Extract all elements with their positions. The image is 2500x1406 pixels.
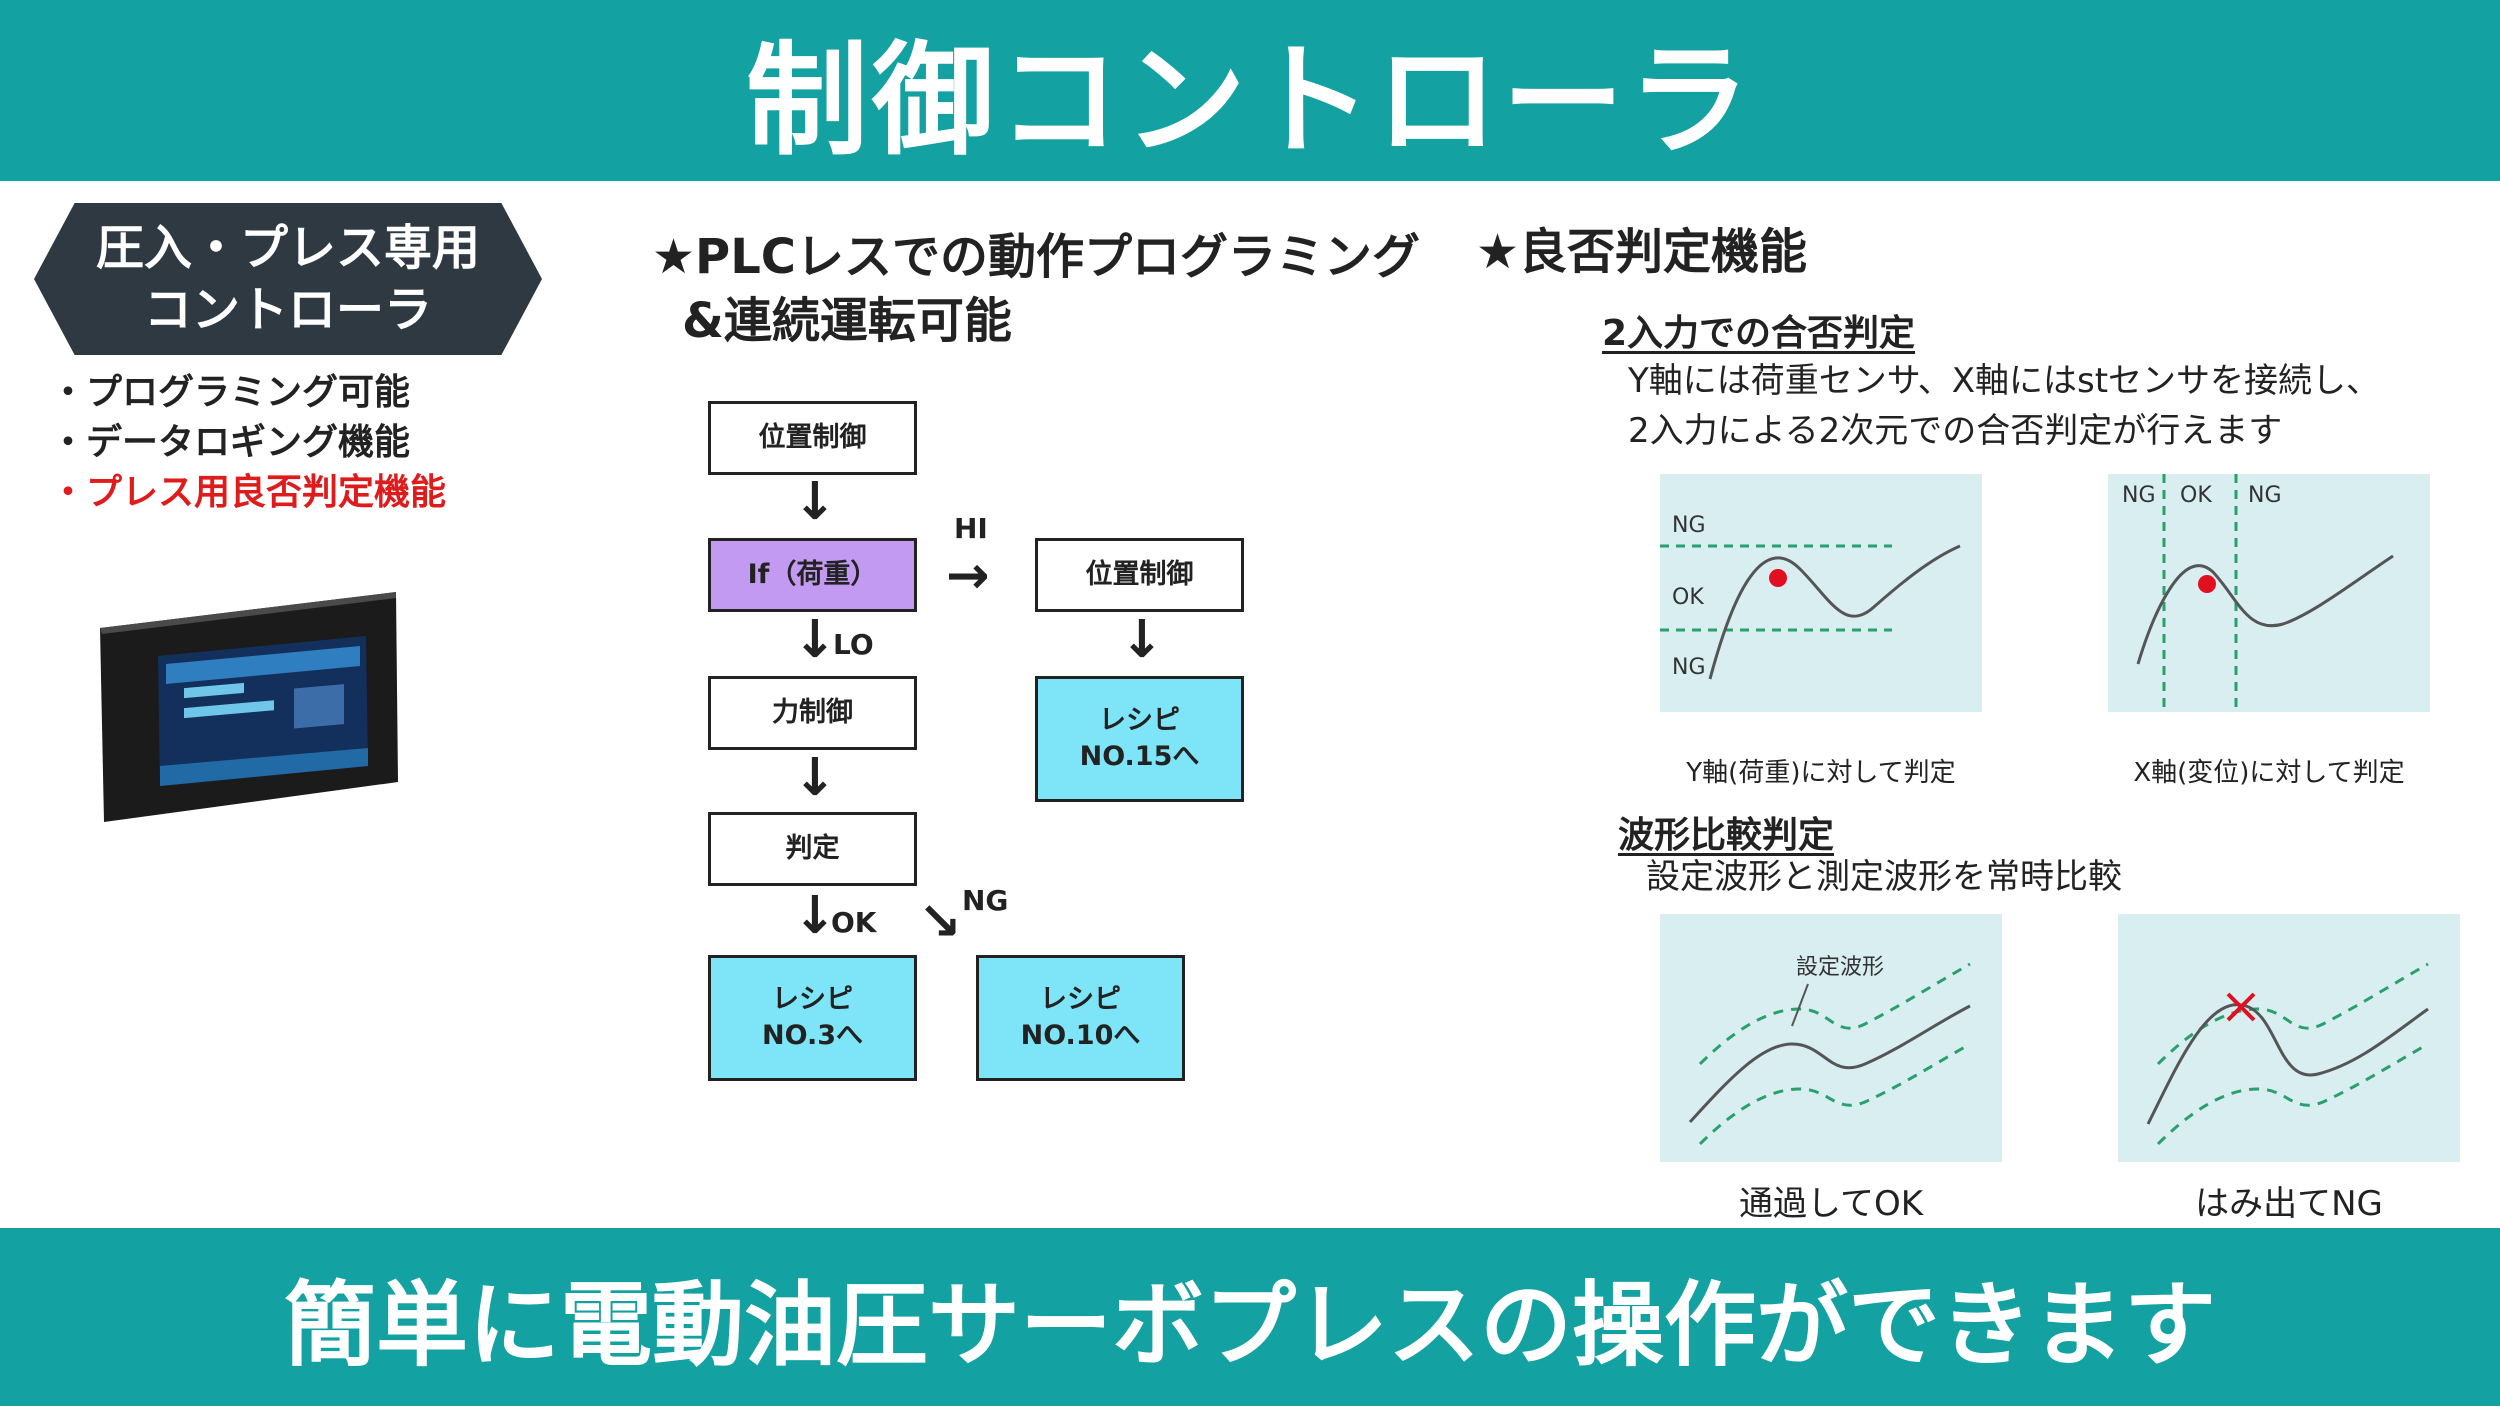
waveform-desc: 設定波形と測定波形を常時比較 (1646, 857, 2122, 897)
desc-line: Y軸には荷重センサ、X軸にはstセンサを接続し、 (1628, 361, 2381, 401)
flow-arrow-right: → (946, 546, 990, 606)
y-label-ng-bottom: NG (1672, 655, 1706, 680)
waveform-title: 波形比較判定 (1618, 815, 1835, 856)
y-axis-caption: Y軸(荷重)に対して判定 (1686, 758, 1956, 788)
flow-label-ng: NG (962, 884, 1009, 917)
flow-label-hi: HI (954, 512, 988, 545)
flow-arrow-down: ↓ (793, 748, 837, 808)
flow-arrow-down: ↓ (793, 610, 837, 670)
two-input-desc: Y軸には荷重センサ、X軸にはstセンサを接続し、 2入力による2次元での合否判定… (1628, 356, 2380, 456)
flow-label-lo: LO (833, 628, 874, 661)
y-label-ng-top: NG (1672, 513, 1706, 538)
flow-box-label: 位置制御 (1085, 559, 1194, 590)
header-banner: 制御コントローラ (0, 0, 2500, 181)
flow-label-ok: OK (831, 906, 877, 939)
controller-device-image (94, 586, 409, 824)
programming-heading-line-2: &連続運転可能 (682, 293, 1012, 349)
programming-heading: ★PLCレスでの動作プログラミング &連続運転可能 (652, 225, 1420, 353)
flow-force-control: 力制御 (708, 676, 917, 750)
flow-recipe-3: レシピ NO.3へ (708, 955, 917, 1081)
waveform-ng-diagram (2146, 962, 2429, 1146)
footer-banner: 簡単に電動油圧サーボプレスの操作ができます (0, 1228, 2500, 1406)
controller-badge: 圧入・プレス専用 コントローラ (34, 203, 542, 355)
x-label-ok: OK (2180, 483, 2212, 508)
flow-position-control: 位置制御 (708, 401, 917, 475)
badge-line-1: 圧入・プレス専用 (95, 220, 480, 276)
set-waveform-label: 設定波形 (1796, 955, 1884, 980)
y-axis-judgement-diagram: NG OK NG (1660, 513, 1961, 680)
flow-hi-position-control: 位置制御 (1035, 538, 1244, 612)
feature-item: ・プログラミング可能 (50, 372, 411, 413)
touch-panel-icon (100, 592, 398, 822)
flow-box-label: If（荷重） (747, 559, 878, 590)
desc-line: 2入力による2次元での合否判定が行えます (1628, 411, 2283, 451)
waveform-ng-caption: はみ出てNG (2195, 1184, 2383, 1224)
flow-box-label: レシピ (1099, 705, 1180, 736)
flow-arrow-diagonal: ↘ (918, 892, 962, 952)
x-axis-caption: X軸(変位)に対して判定 (2133, 758, 2405, 788)
x-label-ng-left: NG (2122, 483, 2156, 508)
badge-line-2: コントローラ (143, 282, 432, 338)
flow-arrow-down: ↓ (793, 886, 837, 946)
flow-recipe-15: レシピ NO.15へ (1035, 676, 1244, 802)
ng-cross-icon (2226, 992, 2256, 1022)
flow-recipe-10: レシピ NO.10へ (976, 955, 1185, 1081)
y-label-ok: OK (1672, 585, 1704, 610)
judgement-heading: ★良否判定機能 (1476, 224, 1808, 280)
flow-arrow-down: ↓ (1120, 610, 1164, 670)
waveform-ok-panel: 設定波形 (1660, 914, 2002, 1162)
flow-judgement: 判定 (708, 812, 917, 886)
waveform-ok-diagram: 設定波形 (1688, 955, 1971, 1146)
flow-box-label: 力制御 (772, 697, 853, 728)
x-axis-judgement-diagram: NG OK NG (2122, 474, 2394, 712)
x-label-ng-right: NG (2248, 483, 2282, 508)
flow-box-label: NO.15へ (1079, 741, 1200, 772)
two-input-title: 2入力での合否判定 (1602, 313, 1916, 354)
waveform-ng-panel (2118, 914, 2460, 1162)
waveform-ok-caption: 通過してOK (1738, 1184, 1924, 1224)
page-title: 制御コントローラ (746, 30, 1754, 172)
footer-tagline: 簡単に電動油圧サーボプレスの操作ができます (283, 1271, 2216, 1379)
flow-box-label: 位置制御 (758, 422, 867, 453)
flow-if-load: If（荷重） (708, 538, 917, 612)
programming-heading-line-1: ★PLCレスでの動作プログラミング (652, 229, 1421, 285)
flow-arrow-down: ↓ (793, 472, 837, 532)
flow-box-label: レシピ (772, 984, 853, 1015)
feature-list: ・プログラミング可能 ・データロギング機能 ・プレス用良否判定機能 (50, 368, 446, 518)
flow-box-label: NO.3へ (762, 1020, 863, 1051)
flow-box-label: レシピ (1040, 984, 1121, 1015)
feature-item: ・データロギング機能 (50, 422, 411, 463)
feature-item-highlight: ・プレス用良否判定機能 (50, 472, 447, 513)
y-axis-judgement-panel: NG OK NG (1660, 474, 1982, 712)
flow-box-label: 判定 (785, 833, 840, 864)
flow-box-label: NO.10へ (1020, 1020, 1141, 1051)
x-axis-judgement-panel: NG OK NG (2108, 474, 2430, 712)
